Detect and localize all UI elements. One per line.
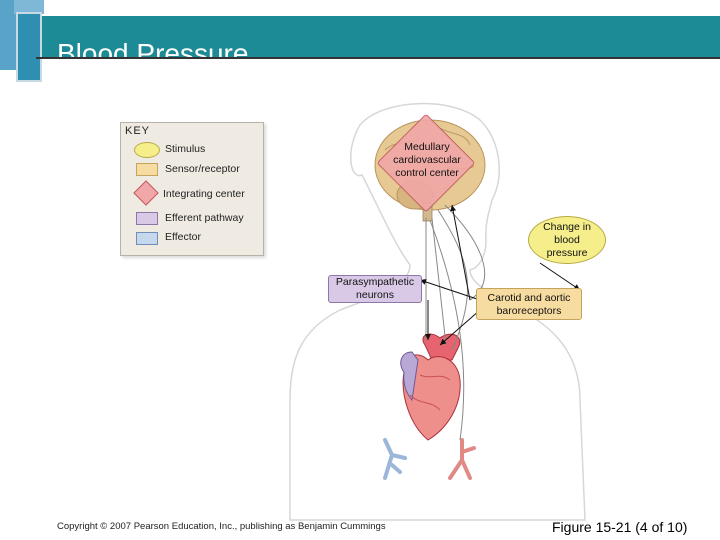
legend-label-stimulus: Stimulus <box>165 143 206 155</box>
title-decoration <box>14 0 44 14</box>
efferent-pathway-box <box>328 275 422 303</box>
stimulus-ellipse <box>528 216 606 264</box>
heart-illustration <box>400 333 461 441</box>
figure-reference: Figure 15-21 (4 of 10) <box>552 519 688 535</box>
legend-label-sensor: Sensor/receptor <box>165 163 240 175</box>
legend-title: KEY <box>125 125 151 137</box>
legend-label-integrating: Integrating center <box>163 188 245 200</box>
legend-swatch-stimulus <box>134 142 160 158</box>
integrating-center-label: Medullary cardiovascular control center <box>393 141 461 179</box>
page-title: Blood Pressure <box>57 38 249 69</box>
blood-vessels-illustration <box>383 438 476 480</box>
legend-label-efferent: Efferent pathway <box>165 212 244 224</box>
efferent-pathway-label: Parasympathetic neurons <box>335 276 415 301</box>
legend-swatch-effector <box>136 232 158 245</box>
legend-swatch-sensor <box>136 163 158 176</box>
copyright-notice: Copyright © 2007 Pearson Education, Inc.… <box>57 521 386 532</box>
title-banner <box>36 16 720 58</box>
legend-swatch-efferent <box>136 212 158 225</box>
title-underline <box>36 57 720 59</box>
sensor-box <box>476 288 582 320</box>
stimulus-label: Change in blood pressure <box>543 221 591 259</box>
flow-arrows <box>419 204 581 346</box>
title-decoration <box>16 12 42 82</box>
legend-label-effector: Effector <box>165 231 201 243</box>
sensor-label: Carotid and aortic baroreceptors <box>487 292 571 317</box>
